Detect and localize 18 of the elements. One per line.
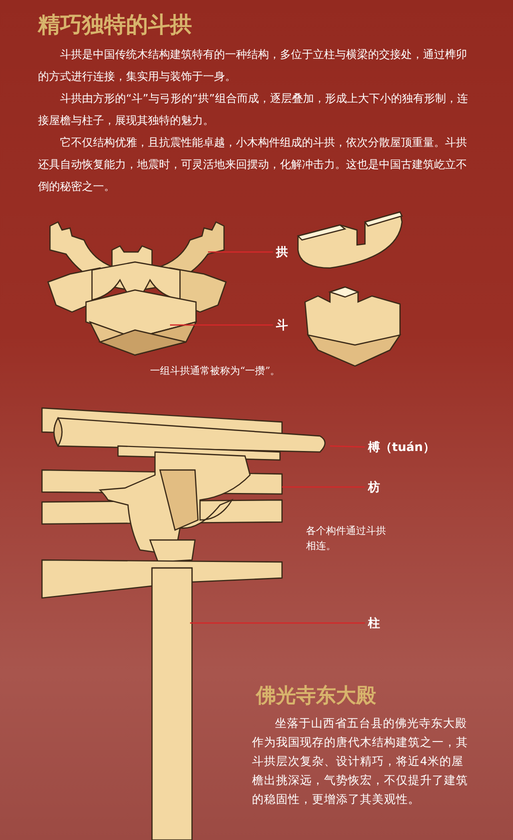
part-label: 榑（tuán） xyxy=(368,439,435,455)
section-heading: 佛光寺东大殿 xyxy=(256,682,377,709)
leader-line xyxy=(170,324,273,326)
paragraph: 坐落于山西省五台县的佛光寺东大殿作为我国现存的唐代木结构建筑之一，其斗拱层次复杂、设计精巧，将近4米的屋檐出挑深远，气势恢宏，不仅提升了建筑的稳固性，更增添了其美观性。 xyxy=(252,715,469,808)
leader-line xyxy=(208,251,273,253)
part-label: 柱 xyxy=(368,615,380,631)
part-label: 拱 xyxy=(276,244,288,260)
leader-line xyxy=(190,622,365,624)
part-label: 枋 xyxy=(368,479,380,495)
caption: 一组斗拱通常被称为“一攒”。 xyxy=(150,364,280,378)
note: 各个构件通过斗拱相连。 xyxy=(306,524,387,554)
paragraph: 它不仅结构优雅，且抗震性能卓越，小木构件组成的斗拱，依次分散屋顶重量。斗拱还具自动恢复能力，地震时，可灵活地来回摆动，化解冲击力。这也是中国古建筑屹立不倒的秘密之一。 xyxy=(38,135,468,195)
leader-line xyxy=(282,486,365,488)
part-label: 斗 xyxy=(276,317,288,333)
leader-line xyxy=(330,445,366,448)
paragraph: 斗拱是中国传统木结构建筑特有的一种结构，多位于立柱与横梁的交接处，通过榫卯的方式进行连接，集实用与装饰于一身。 xyxy=(38,47,468,85)
paragraph: 斗拱由方形的“斗”与弓形的“拱”组合而成，逐层叠加，形成上大下小的独有形制，连接屋檐与柱子，展现其独特的魅力。 xyxy=(38,91,469,129)
title: 精巧独特的斗拱 xyxy=(38,11,192,40)
